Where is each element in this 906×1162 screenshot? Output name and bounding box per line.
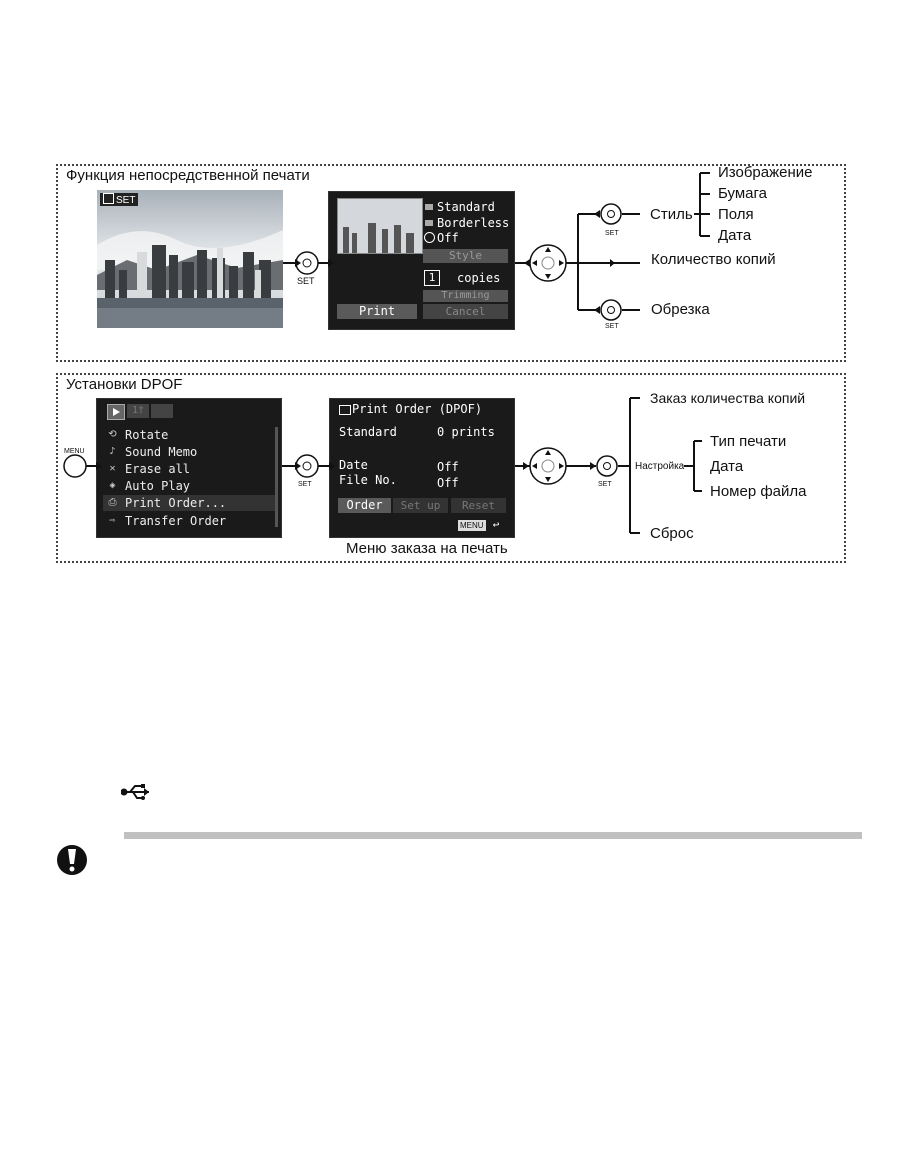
print-button[interactable]: Print [337,304,417,319]
transfer-icon: ⇨ [109,515,116,526]
copies-count[interactable]: 1 [424,270,440,286]
dpad-icon [529,447,567,485]
caution-bar [124,832,862,839]
trimming-button[interactable]: Trimming [423,290,508,302]
microphone-icon: ♪ [109,446,116,457]
print-order-title: Print Order (DPOF) [352,402,483,416]
menu-item-label: Sound Memo [125,445,198,459]
preview-thumbnail [337,198,423,254]
date-value: Off [437,460,459,474]
set-button-icon [600,299,622,321]
set-label-4: SET [298,481,312,488]
city-skyline-image [97,190,283,328]
print-settings-screen: Standard Borderless Off Style 1 copies T… [328,191,515,330]
play-icon [113,408,120,416]
style-button[interactable]: Style [423,249,508,263]
date-off-option[interactable]: Off [437,231,459,245]
menu-item-label: Print Order... [125,496,227,510]
direct-print-title: Функция непосредственной печати [66,167,310,184]
date-label: Date [339,458,368,472]
standard-option[interactable]: Standard [437,200,495,214]
back-arrow-icon: ↩ [492,518,500,531]
trim-label: Обрезка [651,301,710,318]
playback-tab[interactable] [107,404,125,420]
usb-icon [121,784,149,800]
style-sub-borders: Поля [718,206,754,223]
print-order-caption: Меню заказа на печать [346,540,508,557]
fileno-label: File No. [339,473,397,487]
reset-button[interactable]: Reset [451,498,506,513]
paper-standard-icon [425,204,433,210]
menu-item-rotate[interactable]: ⟲ Rotate [103,427,275,443]
borderless-option[interactable]: Borderless [437,216,510,230]
printer-icon: ⎙ [108,497,117,508]
menu-scrollbar[interactable] [275,427,278,527]
setup-sub-date: Дата [710,458,744,475]
autoplay-icon: ◈ [109,480,116,491]
trash-icon: ✕ [109,463,116,474]
menu-back-label: MENU [458,520,486,531]
setup-sub-print-type: Тип печати [710,433,787,450]
standard-prints: 0 prints [437,425,495,439]
copies-count-label: Количество копий [651,251,776,268]
reset-label: Сброс [650,525,694,542]
standard-label: Standard [339,425,397,439]
set-button-icon [600,203,622,225]
menu-item-auto-play[interactable]: ◈ Auto Play [103,478,275,494]
print-order-icon [339,405,351,415]
style-sub-date: Дата [718,227,752,244]
set-badge-label: SET [116,195,136,206]
edit-icon [103,193,114,204]
set-button-icon [596,455,618,477]
dpof-title: Установки DPOF [66,376,183,393]
setup-label: Настройка [635,461,685,472]
menu-item-label: Erase all [125,462,191,476]
direct-print-panel [56,164,846,362]
print-order-screen: Print Order (DPOF) Standard 0 prints Dat… [329,398,515,538]
caution-icon [57,845,87,875]
setup-sub-file-number: Номер файла [710,483,807,500]
style-label: Стиль [650,206,693,223]
dpof-panel [56,373,846,563]
rotate-icon: ⟲ [108,429,117,440]
menu-item-label: Rotate [125,428,169,442]
order-button[interactable]: Order [338,498,391,513]
set-label-5: SET [598,481,612,488]
menu-back-button[interactable]: MENU ↩ [458,517,500,531]
menu-button-icon [63,454,87,478]
dpad-icon [529,244,567,282]
cancel-button[interactable]: Cancel [423,304,508,319]
settings-tab[interactable]: 1† [127,404,149,418]
menu-label: MENU [64,448,85,455]
style-sub-image: Изображение [718,164,813,181]
order-copies-label: Заказ количества копий [650,390,806,406]
date-off-icon [424,232,435,243]
style-sub-paper: Бумага [718,185,767,202]
set-label-3: SET [605,323,619,330]
set-badge: SET [100,193,139,206]
camera-menu-screen: 1† ⟲ Rotate ♪ Sound Memo ✕ Erase all ◈ Auto … [96,398,282,538]
copies-label: copies [457,271,501,285]
menu-item-print-order[interactable]: ⎙ Print Order... [103,495,275,511]
menu-item-transfer-order[interactable]: ⇨ Transfer Order [103,513,275,529]
menu-item-label: Auto Play [125,479,191,493]
set-label-2: SET [605,230,619,237]
set-label-1: SET [297,276,315,286]
menu-item-label: Transfer Order [125,514,227,528]
menu-item-erase-all[interactable]: ✕ Erase all [103,461,275,477]
setup-button[interactable]: Set up [393,498,448,513]
fileno-value: Off [437,476,459,490]
menu-item-sound-memo[interactable]: ♪ Sound Memo [103,444,275,460]
city-photo: SET [97,190,283,328]
borderless-icon [425,220,433,226]
mymenu-tab[interactable] [151,404,173,418]
